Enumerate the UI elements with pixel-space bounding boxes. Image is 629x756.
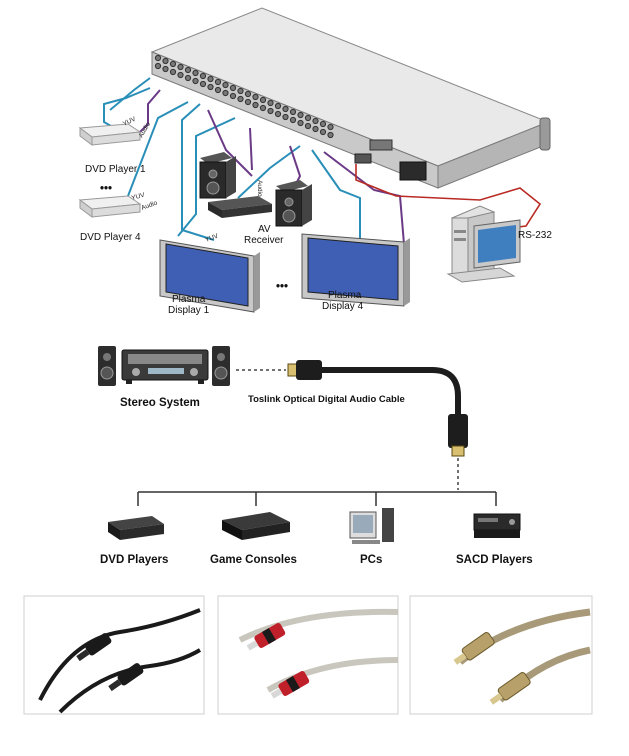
bnc-connector [282, 113, 289, 121]
bnc-connector [222, 89, 229, 97]
bnc-connector [319, 128, 327, 136]
bnc-connector [169, 68, 177, 76]
bnc-connector [289, 108, 297, 116]
bnc-connector [304, 122, 312, 130]
left-speaker [199, 152, 236, 199]
bnc-connector [192, 77, 199, 85]
right-speaker [275, 180, 312, 227]
bnc-connector [267, 107, 274, 115]
target-sacd-players: SACD Players [456, 554, 533, 566]
rs232-port [354, 153, 372, 164]
bnc-connector [319, 120, 327, 128]
plasma-ellipsis: ••• [276, 281, 288, 293]
bnc-connector [289, 116, 297, 124]
photo-panel-2 [217, 595, 399, 715]
bnc-connector [229, 92, 237, 100]
bnc-connector [162, 57, 169, 65]
yuv-label-plasma-1: YUV [204, 233, 220, 244]
bnc-connector [244, 98, 252, 106]
bnc-connector [267, 99, 274, 107]
bnc-connector [154, 54, 162, 62]
rs232-label: RS-232 [518, 230, 552, 241]
bnc-connector [192, 69, 199, 77]
plasma-display-4 [301, 233, 410, 307]
toslink-cable-illustration [287, 360, 468, 457]
distribution-tree [137, 491, 497, 506]
bnc-connector [214, 78, 222, 86]
yuv-label-4: YUV [131, 192, 146, 202]
stereo-system [98, 346, 230, 386]
dvd-player-1 [78, 123, 142, 146]
av-receiver-label-line1: AV [258, 224, 271, 235]
plasma-display-1-label-line1: Plasma [172, 294, 206, 305]
bnc-connector [214, 86, 222, 94]
photo-panel-1 [23, 595, 205, 715]
toslink-cable-label: Toslink Optical Digital Audio Cable [248, 394, 405, 405]
bnc-connector [222, 81, 229, 89]
bnc-connector [244, 90, 252, 98]
audio-label-4: Audio [140, 199, 158, 211]
game-console-icon [222, 512, 290, 540]
bnc-connector [184, 66, 192, 74]
dvd-player-1-label: DVD Player 1 [85, 164, 146, 175]
bnc-connector [199, 72, 207, 80]
target-dvd-players: DVD Players [100, 554, 168, 566]
dvd-ellipsis-top: ••• [100, 183, 112, 195]
sacd-player-icon [473, 513, 521, 538]
bnc-connector [169, 60, 177, 68]
target-pcs: PCs [360, 554, 382, 566]
bnc-connector [274, 102, 282, 110]
matrix-connector-rows [154, 54, 334, 139]
rs232-cable [355, 164, 542, 229]
pc-icon [349, 508, 394, 544]
bnc-connector [274, 110, 282, 118]
power-socket [399, 161, 427, 181]
bnc-connector [327, 131, 334, 139]
bnc-connector [327, 123, 334, 131]
photo-panel-3 [409, 595, 593, 715]
plasma-display-1 [159, 239, 260, 313]
av-receiver-label-line2: Receiver [244, 235, 284, 246]
plasma-display-1-label-line2: Display 1 [168, 305, 210, 316]
av-receiver [208, 196, 272, 218]
bnc-connector [312, 125, 319, 133]
bnc-connector [259, 96, 267, 104]
bnc-connector [282, 105, 289, 113]
audio-label-receiver: Audio [256, 180, 263, 197]
bnc-connector [199, 80, 207, 88]
dvd-player-4 [78, 195, 142, 218]
bnc-connector [207, 75, 214, 83]
pc-computer [446, 205, 521, 283]
matrix-switcher [150, 7, 551, 189]
bnc-connector [252, 93, 259, 101]
bnc-connector [229, 84, 237, 92]
bnc-connector [297, 111, 304, 119]
bnc-connector [184, 74, 192, 82]
bnc-connector [162, 65, 169, 73]
bnc-connector [177, 71, 184, 79]
dvd-player-4-label: DVD Player 4 [80, 232, 141, 243]
bnc-connector [237, 95, 244, 103]
target-game-consoles: Game Consoles [210, 554, 297, 566]
bnc-connector [237, 87, 244, 95]
stereo-system-label: Stereo System [120, 397, 200, 409]
bnc-connector [252, 101, 259, 109]
bnc-connector [177, 63, 184, 71]
yuv-cables [103, 77, 361, 249]
bnc-connector [154, 62, 162, 70]
bnc-connector [297, 119, 304, 127]
bnc-connector [207, 83, 214, 91]
bnc-connector [304, 114, 312, 122]
dvd-player-icon [108, 516, 164, 540]
plasma-display-4-label-line1: Plasma [328, 290, 362, 301]
bnc-connector [259, 104, 267, 112]
bnc-connector [312, 117, 319, 125]
plasma-display-4-label-line2: Display 4 [322, 301, 364, 312]
